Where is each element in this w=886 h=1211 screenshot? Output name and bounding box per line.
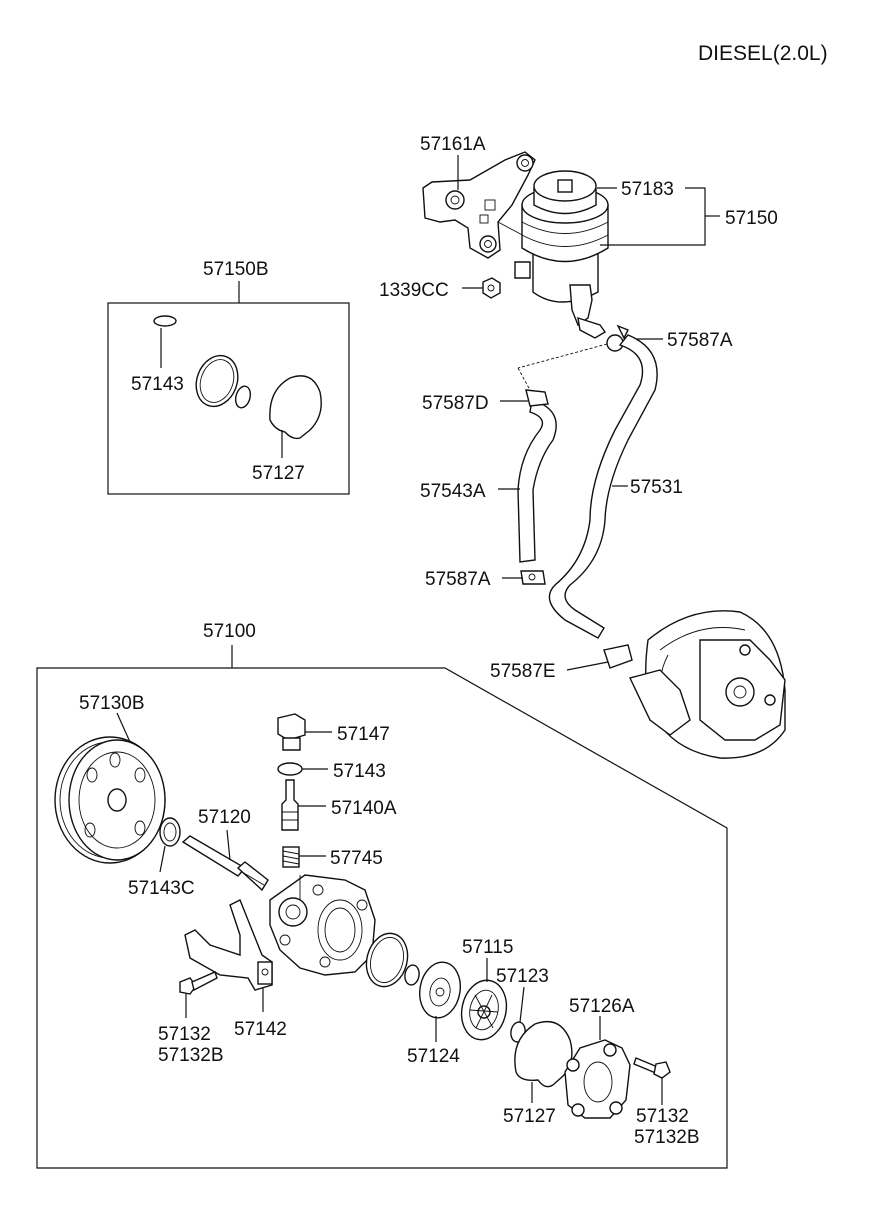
- oring-57143: [277, 762, 303, 776]
- fitting-57147: [277, 713, 306, 751]
- label-57100: 57100: [203, 621, 256, 642]
- pulley-57130B: [54, 736, 166, 864]
- label-57183: 57183: [621, 179, 674, 200]
- label-57132B-right: 57132B: [634, 1127, 700, 1148]
- leader-57587E: [566, 661, 609, 671]
- dashed-link-a: [517, 343, 608, 369]
- reservoir-tank: [514, 170, 609, 339]
- label-1339CC: 1339CC: [379, 280, 449, 301]
- valve-57140A: [281, 779, 299, 831]
- oring-large-kit: [195, 354, 239, 408]
- pump-assembly-box: [36, 667, 728, 1169]
- label-57587A-top: 57587A: [667, 330, 733, 351]
- cartridge-57115: [460, 979, 508, 1041]
- label-57587D: 57587D: [422, 393, 489, 414]
- label-57123: 57123: [496, 966, 549, 987]
- label-57531: 57531: [630, 477, 683, 498]
- oring-large-kit-inner: [199, 359, 235, 403]
- label-57143C: 57143C: [128, 878, 195, 899]
- leader-57120: [226, 829, 231, 861]
- oring-housing-large: [365, 932, 409, 988]
- label-57587A-mid: 57587A: [425, 569, 491, 590]
- clamp-57587E: [603, 644, 633, 669]
- oring-housing-small: [404, 964, 420, 986]
- label-57124: 57124: [407, 1046, 460, 1067]
- label-57150: 57150: [725, 208, 778, 229]
- bracket-57142: [184, 899, 273, 991]
- label-57130B: 57130B: [79, 693, 145, 714]
- leader-57143C: [159, 845, 166, 873]
- pump-housing: [269, 874, 376, 976]
- label-57161A: 57161A: [420, 134, 486, 155]
- assembled-pump: [629, 610, 786, 759]
- leader-57130B: [116, 712, 131, 743]
- label-57147: 57147: [337, 724, 390, 745]
- oring-57143-kit: [153, 315, 177, 327]
- diagram-title: DIESEL(2.0L): [698, 42, 828, 65]
- label-57127-kit: 57127: [252, 463, 305, 484]
- side-plate-57124: [419, 961, 461, 1019]
- nut-1339CC: [482, 277, 501, 299]
- label-57543A: 57543A: [420, 481, 486, 502]
- label-57587E: 57587E: [490, 661, 556, 682]
- leader-57123: [519, 986, 525, 1023]
- gasket-57127-kit: [269, 375, 322, 440]
- clamp-57587D: [525, 389, 549, 407]
- label-57140A: 57140A: [331, 798, 397, 819]
- label-57143-kit: 57143: [131, 374, 184, 395]
- hose-57531: [548, 334, 658, 639]
- bolt-57132-left: [179, 971, 218, 995]
- label-57127: 57127: [503, 1106, 556, 1127]
- reservoir-bracket: [422, 151, 536, 259]
- shaft-57120: [181, 835, 269, 892]
- label-57132B-left: 57132B: [158, 1045, 224, 1066]
- label-57120: 57120: [198, 807, 251, 828]
- clamp-57587A-top: [606, 324, 629, 352]
- oring-housing-large-inner: [369, 936, 405, 984]
- oring-small-kit: [234, 385, 252, 409]
- bolt-57132-right: [633, 1057, 671, 1079]
- dashed-link-b: [517, 367, 531, 391]
- label-57142: 57142: [234, 1019, 287, 1040]
- seal-kit-box: [107, 302, 350, 495]
- label-57745: 57745: [330, 848, 383, 869]
- cover-57126A: [564, 1039, 631, 1119]
- label-57132-right: 57132: [636, 1106, 689, 1127]
- clamp-57587A-mid: [520, 570, 546, 585]
- label-57115: 57115: [462, 937, 513, 958]
- label-57150B: 57150B: [203, 259, 269, 280]
- spring-57745: [282, 846, 300, 868]
- hose-57543A: [517, 399, 557, 563]
- label-57126A: 57126A: [569, 996, 635, 1017]
- seal-57143C: [159, 817, 181, 847]
- label-57132-left: 57132: [158, 1024, 211, 1045]
- label-57143: 57143: [333, 761, 386, 782]
